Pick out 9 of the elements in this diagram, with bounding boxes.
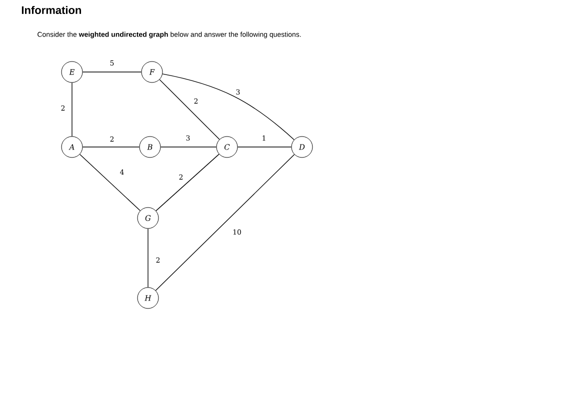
heading: Information — [22, 6, 82, 14]
edge-line — [237, 146, 292, 148]
edge-line — [159, 79, 220, 140]
edge-line — [155, 154, 295, 291]
edge-line — [162, 74, 294, 140]
edge-line — [80, 154, 140, 211]
edge-line — [82, 146, 140, 148]
edge-line — [156, 154, 220, 212]
edge-line — [160, 146, 217, 148]
